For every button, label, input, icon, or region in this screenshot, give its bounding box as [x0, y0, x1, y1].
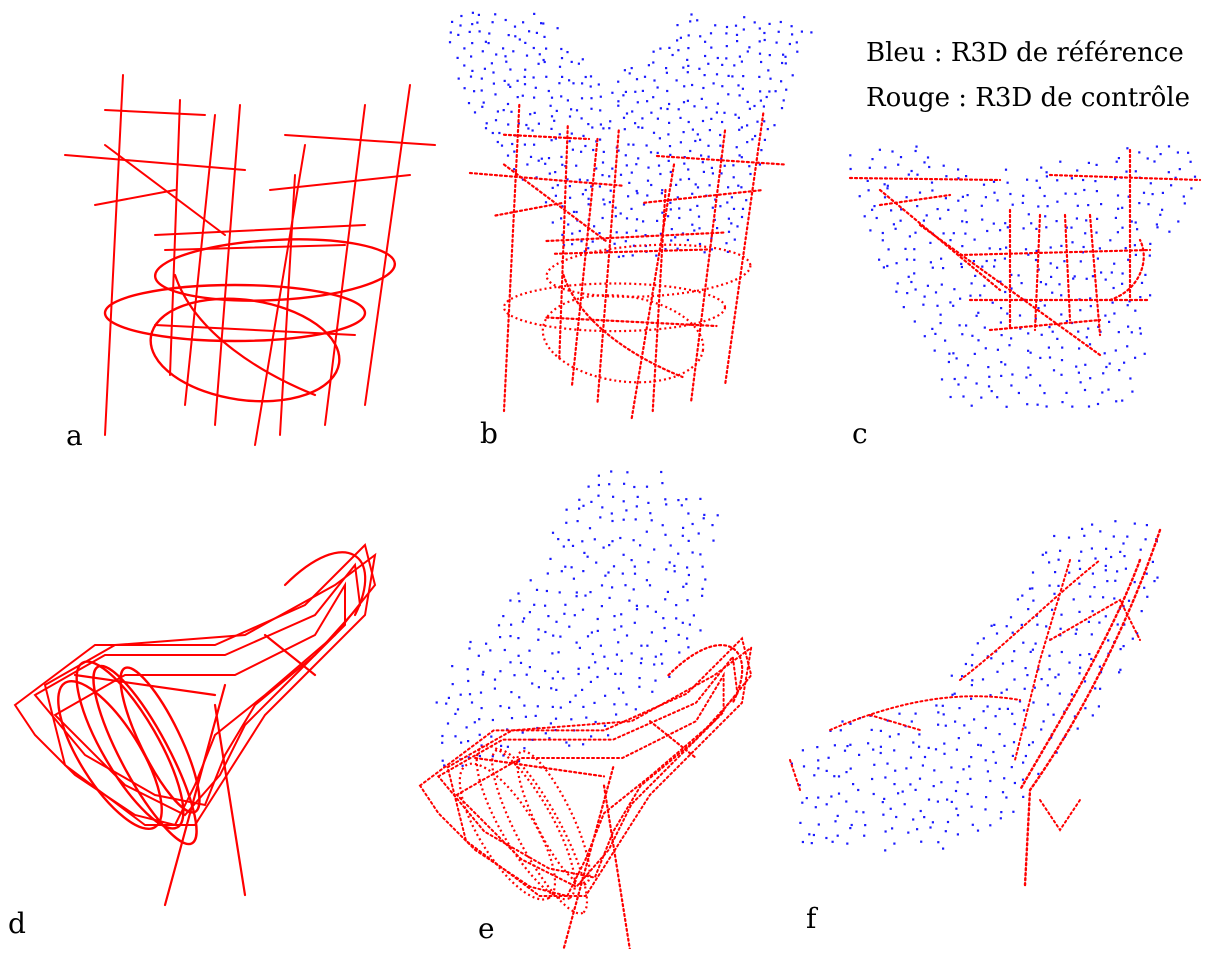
- panel-label-a: a: [66, 419, 83, 452]
- panel-label-d: d: [8, 907, 26, 940]
- panel-f-reference-points: [790, 520, 1159, 852]
- panel-c-overlay: [848, 145, 1202, 408]
- panel-f-overlay: [789, 520, 1162, 887]
- panel-label-c: c: [852, 417, 868, 450]
- panel-b-overlay: [448, 11, 813, 421]
- panel-c-reference-points: [849, 145, 1197, 408]
- legend-red-text: Rouge : R3D de contrôle: [866, 83, 1191, 113]
- panel-label-f: f: [806, 902, 817, 935]
- panel-d-wireframe: [13, 543, 377, 907]
- legend-blue-text: Bleu : R3D de référence: [866, 38, 1184, 68]
- panel-a-wireframe: [64, 74, 436, 446]
- panel-e-overlay: [418, 470, 753, 953]
- panel-label-e: e: [478, 912, 495, 945]
- panel-e-reference-points: [435, 470, 719, 767]
- panel-label-b: b: [480, 417, 498, 450]
